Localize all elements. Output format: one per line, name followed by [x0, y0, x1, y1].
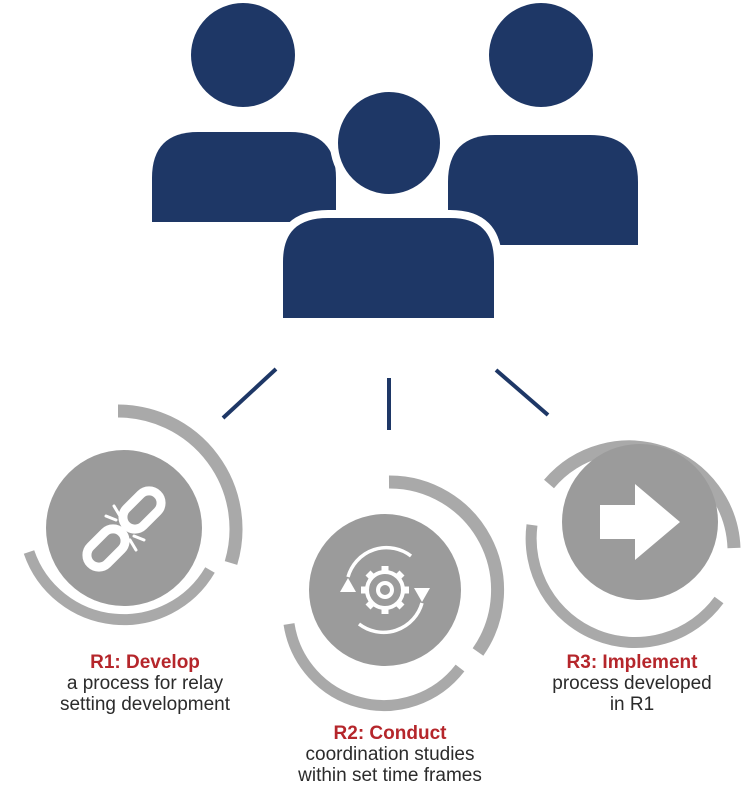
r3-caption: R3: Implement process developed in R1	[522, 652, 742, 715]
person-left-head	[191, 3, 295, 107]
r3-title: R3: Implement	[566, 652, 698, 673]
connector-lines	[221, 367, 550, 430]
r1-caption: R1: Develop a process for relay setting …	[30, 652, 260, 715]
r3-ring-inner	[525, 524, 724, 648]
r3-desc-line1: process developed	[552, 673, 712, 694]
people-group-icon	[152, 3, 638, 326]
person-center-body	[275, 210, 502, 326]
r2-ring-inner	[283, 623, 465, 711]
r2-ring-outer	[388, 475, 505, 656]
person-right-body	[448, 135, 638, 245]
r2-icon-bg	[309, 514, 461, 666]
person-right-head	[489, 3, 593, 107]
connector-line-right	[494, 368, 550, 417]
r1-title: R1: Develop	[90, 652, 200, 673]
broken-chain-link-icon	[82, 486, 166, 572]
r1-ring-inner	[23, 550, 215, 626]
person-center-head	[330, 84, 448, 202]
r2-circle	[283, 475, 505, 711]
connector-line-left	[221, 367, 278, 420]
right-arrow-icon	[600, 484, 680, 560]
r3-desc-line2: in R1	[609, 694, 655, 715]
r2-desc-line2: within set time frames	[298, 765, 482, 786]
gear-cycle-icon	[340, 545, 430, 635]
r1-ring-outer	[117, 404, 243, 565]
r2-title: R2: Conduct	[333, 723, 447, 744]
r3-circle	[525, 440, 741, 648]
person-left-body	[152, 132, 336, 222]
r1-desc-line1: a process for relay	[66, 673, 224, 694]
r1-circle	[23, 404, 243, 626]
r2-caption: R2: Conduct coordination studies within …	[270, 723, 510, 786]
r2-desc-line1: coordination studies	[305, 744, 475, 765]
r1-desc-line2: setting development	[59, 694, 231, 715]
